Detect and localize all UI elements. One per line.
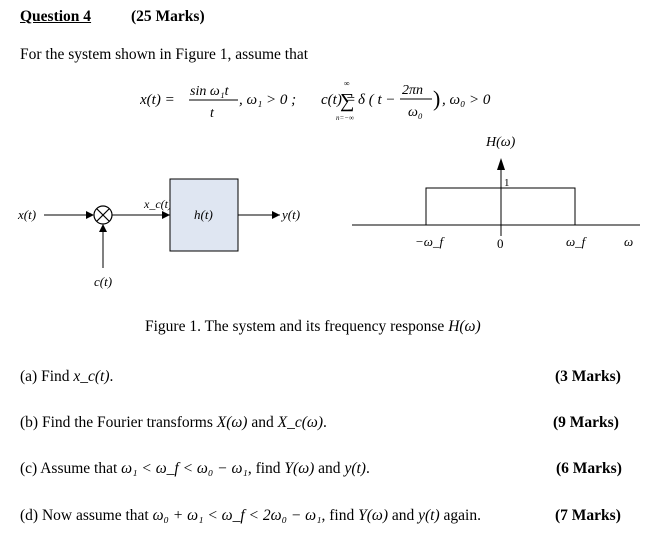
- part-b-marks: (9 Marks): [553, 414, 619, 431]
- close-paren: ): [433, 86, 440, 111]
- c-lhs: c(t) =: [321, 92, 356, 108]
- part-c-marks: (6 Marks): [556, 460, 622, 477]
- filter-block: [169, 178, 239, 252]
- carrier-label: c(t): [94, 274, 112, 289]
- part-a: (a) Find x_c(t).: [20, 368, 114, 385]
- x-lhs: x(t) =: [140, 92, 175, 108]
- sinc-numerator: sin ω₁t: [190, 84, 230, 99]
- intro-text: For the system shown in Figure 1, assume…: [20, 46, 309, 63]
- frac-numerator: 2πn: [402, 83, 423, 98]
- part-d: (d) Now assume that ω₀ + ω₁ < ω_f < 2ω₀ …: [20, 507, 481, 524]
- total-marks: (25 Marks): [131, 8, 205, 25]
- sum-sign: ∑: [340, 90, 354, 112]
- sum-lower-limit: n=−∞: [336, 114, 354, 122]
- frac-denominator: ω₀: [408, 105, 423, 120]
- sinc-denominator: t: [210, 106, 215, 121]
- neg-cutoff-label: −ω_f: [415, 234, 445, 249]
- question-label: Question 4: [20, 8, 92, 25]
- plot-title: H(ω): [485, 135, 516, 150]
- part-a-marks: (3 Marks): [555, 368, 621, 385]
- output-label: y(t): [280, 207, 300, 222]
- definition-equation: x(t) = sin ω₁t t , ω₁ > 0 ; c(t) = ∞ ∑ n…: [140, 79, 491, 122]
- part-d-marks: (7 Marks): [555, 507, 621, 524]
- passband-rect: [425, 187, 576, 226]
- condition-omega0: , ω₀ > 0: [442, 92, 491, 108]
- mixer-output-label: x_c(t): [143, 197, 172, 211]
- sum-upper-limit: ∞: [344, 79, 350, 88]
- input-label: x(t): [17, 207, 36, 222]
- frequency-response-plot: H(ω) 1 −ω_f 0 ω_f ω: [352, 135, 640, 251]
- filter-label: h(t): [194, 207, 213, 222]
- part-b: (b) Find the Fourier transforms X(ω) and…: [20, 414, 327, 431]
- caption-text: Figure 1. The system and its frequency r…: [145, 318, 445, 335]
- passband-height: 1: [504, 177, 510, 189]
- origin-label: 0: [497, 236, 504, 251]
- axis-variable-label: ω: [624, 234, 633, 249]
- caption-symbol: H(ω): [448, 318, 481, 335]
- block-diagram: x(t) c(t) x_c(t) h(t) y(t): [17, 178, 300, 289]
- part-c: (c) Assume that ω₁ < ω_f < ω₀ − ω₁, find…: [20, 460, 370, 477]
- pos-cutoff-label: ω_f: [566, 234, 588, 249]
- figure-caption: Figure 1. The system and its frequency r…: [145, 318, 481, 336]
- condition-omega1: , ω₁ > 0 ;: [239, 92, 296, 108]
- delta-lead: δ ( t −: [358, 92, 396, 108]
